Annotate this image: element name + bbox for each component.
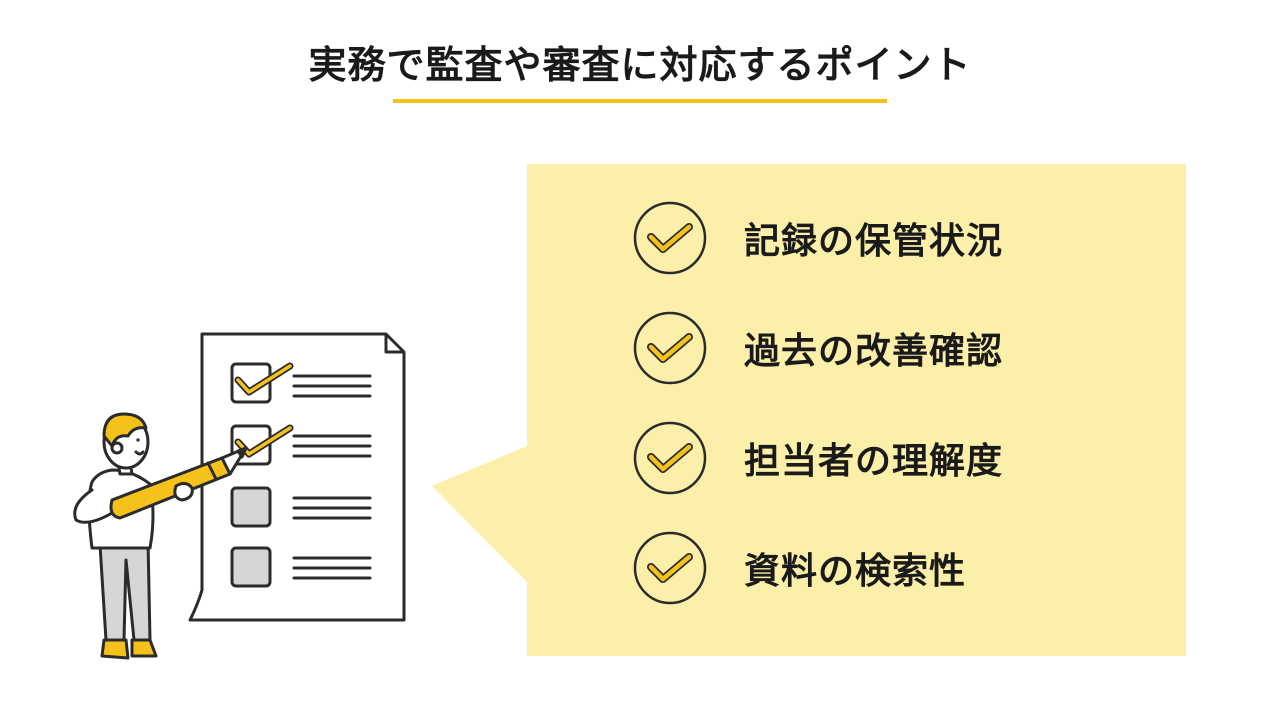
person-figure <box>73 412 158 660</box>
pencil <box>109 446 248 520</box>
list-item: 記録の保管状況 <box>632 200 1172 276</box>
check-circle-icon <box>633 421 707 495</box>
list-item: 担当者の理解度 <box>632 420 1172 496</box>
check-circle-icon <box>633 531 707 605</box>
check-circle-icon <box>633 311 707 385</box>
point-label: 記録の保管状況 <box>744 221 1004 262</box>
checklist-box-3 <box>230 486 272 528</box>
checklist-box-1 <box>230 362 294 404</box>
checklist-lines <box>292 374 372 580</box>
point-label: 担当者の理解度 <box>744 441 1004 482</box>
points-list: 記録の保管状況 過去の改善確認 担当者の理解度 資料の検索 <box>632 200 1172 606</box>
title-underline <box>393 99 887 103</box>
list-item: 過去の改善確認 <box>632 310 1172 386</box>
list-item: 資料の検索性 <box>632 530 1172 606</box>
person-with-checklist-icon <box>73 332 406 660</box>
point-label: 資料の検索性 <box>744 551 967 592</box>
checklist-box-4 <box>230 546 272 588</box>
page-title: 実務で監査や審査に対応するポイント <box>308 43 972 87</box>
check-circle-icon <box>633 201 707 275</box>
point-label: 過去の改善確認 <box>744 331 1004 372</box>
